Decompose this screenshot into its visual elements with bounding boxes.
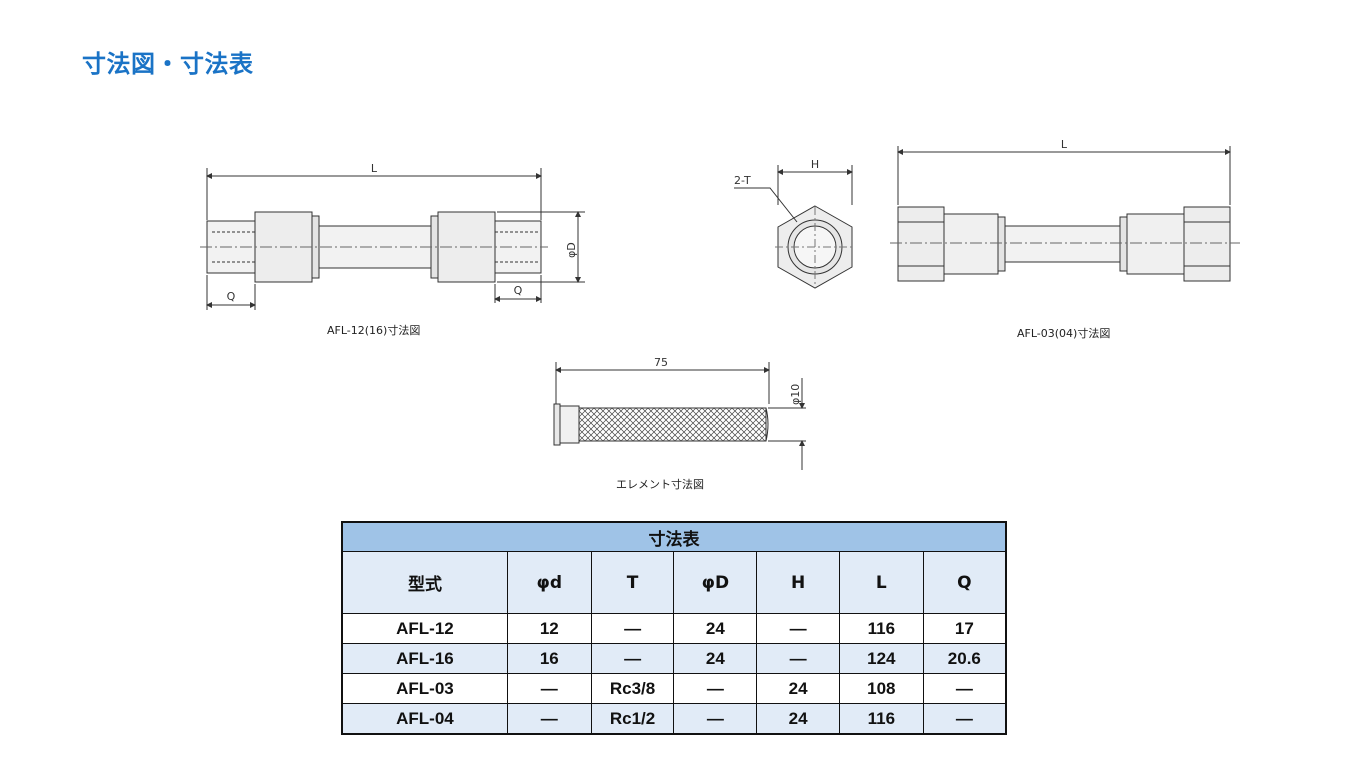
cell: — [673,673,758,704]
afl-12-dim-q-right: Q [514,284,523,297]
cell: — [590,613,675,644]
afl-12-16-drawing [200,168,585,310]
cell-model: AFL-04 [341,703,508,735]
afl-03-dim-l: L [1061,138,1068,151]
header-q: Q [922,551,1007,614]
cell: Rc3/8 [590,673,675,704]
cell: — [673,703,758,735]
cell: Rc1/2 [590,703,675,735]
cell: 116 [838,703,924,735]
cell: — [756,643,840,674]
afl-03-dim-h: H [811,158,819,171]
cell: — [506,703,592,735]
cell: 24 [756,703,840,735]
header-t: T [590,551,675,614]
element-dim-dia: φ10 [789,384,802,405]
cell-model: AFL-12 [341,613,508,644]
header-h: H [756,551,840,614]
afl-03-dim-2t: 2-T [734,174,751,187]
table-row: AFL-03 — Rc3/8 — 24 108 — [341,673,1007,704]
cell: — [922,673,1007,704]
afl-03-04-end-view [734,165,855,289]
cell: 24 [673,613,758,644]
table-caption: 寸法表 [341,521,1007,552]
header-small-d: φd [506,551,592,614]
table-row: AFL-16 16 — 24 — 124 20.6 [341,643,1007,674]
cell: 124 [838,643,924,674]
page-title: 寸法図・寸法表 [82,50,254,78]
dimension-drawings: L Q Q φD 2-T H L [200,138,1240,470]
cell: — [590,643,675,674]
dimension-table: 寸法表 型式 φd T φD H L Q AFL-12 12 — 24 — 11… [341,521,1007,735]
header-model: 型式 [341,551,508,614]
cell: 17 [922,613,1007,644]
cell-model: AFL-16 [341,643,508,674]
afl-12-dim-l: L [371,162,378,175]
afl-03-04-drawing [890,146,1240,282]
header-l: L [838,551,924,614]
cell: 108 [838,673,924,704]
afl-12-dim-d: φD [565,242,578,258]
afl-12-dim-q-left: Q [227,290,236,303]
afl-12-16-caption: AFL-12(16)寸法図 [327,324,421,337]
element-caption: エレメント寸法図 [616,478,704,491]
cell: — [506,673,592,704]
cell: 24 [673,643,758,674]
cell: 16 [506,643,592,674]
cell-model: AFL-03 [341,673,508,704]
element-drawing [553,362,806,470]
cell: 116 [838,613,924,644]
element-dim-length: 75 [654,356,668,369]
table-row: AFL-12 12 — 24 — 116 17 [341,613,1007,644]
cell: 24 [756,673,840,704]
cell: — [756,613,840,644]
afl-03-04-caption: AFL-03(04)寸法図 [1017,327,1111,340]
cell: 20.6 [922,643,1007,674]
header-big-d: φD [673,551,758,614]
cell: — [922,703,1007,735]
table-row: AFL-04 — Rc1/2 — 24 116 — [341,703,1007,735]
cell: 12 [506,613,592,644]
